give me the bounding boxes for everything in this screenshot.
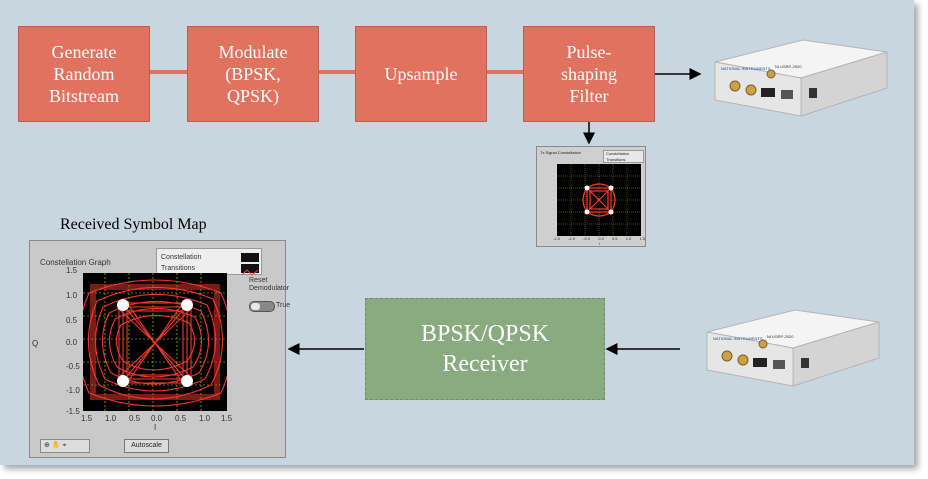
small-plot-area <box>557 164 641 236</box>
upsample-block: Upsample <box>355 26 487 122</box>
received-constellation-graph: Constellation Graph Constellation Transi… <box>29 240 290 458</box>
small-graph-title: Tx Signal Constellation <box>540 150 581 155</box>
tx-constellation-graph: Tx Signal Constellation Constellation Tr… <box>536 146 646 247</box>
big-plot-area <box>83 273 227 411</box>
y-tick: -1.0 <box>66 386 80 395</box>
switch-state-label: True <box>276 302 291 309</box>
x-tick: 1.0 <box>199 414 211 423</box>
x-tick: 1.5 <box>81 414 93 423</box>
x-tick: 0.5 <box>175 414 187 423</box>
reset-demodulator-label: Reset Demodulator <box>249 277 290 292</box>
connector-modulate-upsample <box>319 70 355 74</box>
y-tick: 1.0 <box>66 291 78 300</box>
x-tick: 1.0 <box>105 414 117 423</box>
y-tick: -1.5 <box>66 407 80 416</box>
usrp-device-rx: NATIONAL INSTRUMENTS NI USRP-2920 <box>706 309 880 387</box>
usrp-device-tx: NATIONAL INSTRUMENTS NI USRP-2920 <box>714 39 888 117</box>
small-x-tick: 1.5 <box>639 236 645 241</box>
reset-demodulator-switch[interactable] <box>249 301 275 312</box>
diagram-canvas: Generate Random Bitstream Modulate (BPSK… <box>0 0 914 465</box>
received-symbol-map-title: Received Symbol Map <box>60 216 207 233</box>
x-tick: 0.5 <box>129 414 141 423</box>
y-axis-label: Q <box>32 339 39 348</box>
legend-constellation-label: Constellation <box>161 254 202 261</box>
cursor-icon[interactable]: ⌖ <box>62 442 67 449</box>
graph-palette-tools[interactable]: ⊕ ✋ ⌖ <box>40 439 90 453</box>
big-graph-legend: Constellation Transitions <box>156 248 262 276</box>
legend-transitions-swatch <box>241 264 259 276</box>
y-tick: 1.5 <box>66 266 78 275</box>
legend-constellation-swatch <box>241 253 259 262</box>
small-x-ticks: -1.5 -1.0 -0.5 0.0 0.5 1.0 1.5 <box>553 236 645 241</box>
small-graph-legend: Constellation Transitions <box>603 150 644 163</box>
device-model-text: NI USRP-2920 <box>767 334 794 339</box>
autoscale-button[interactable]: Autoscale <box>124 439 169 453</box>
y-tick: 0.0 <box>66 338 78 347</box>
small-x-tick: 1.0 <box>625 236 632 241</box>
arrows-layer <box>287 68 702 355</box>
device-brand-text: NATIONAL INSTRUMENTS <box>721 66 771 71</box>
small-legend-constellation: Constellation <box>606 151 630 156</box>
pan-icon[interactable]: ✋ <box>51 442 61 449</box>
device-model-text: NI USRP-2920 <box>775 64 802 69</box>
zoom-icon[interactable]: ⊕ <box>44 442 50 449</box>
small-x-tick: -1.5 <box>553 236 560 241</box>
connector-generate-modulate <box>150 70 187 74</box>
small-x-tick: 0.0 <box>598 236 604 241</box>
device-brand-text: NATIONAL INSTRUMENTS <box>713 336 763 341</box>
constellation-graph-title: Constellation Graph <box>40 258 111 267</box>
small-x-tick: -0.5 <box>583 236 591 241</box>
generate-bitstream-block: Generate Random Bitstream <box>18 26 150 122</box>
modulate-block: Modulate (BPSK, QPSK) <box>187 26 319 122</box>
small-x-label: I <box>599 241 601 246</box>
legend-transitions-label: Transitions <box>161 265 195 272</box>
y-tick: -0.5 <box>66 362 80 371</box>
small-legend-transitions: Transitions <box>606 157 626 162</box>
bpsk-qpsk-receiver-block: BPSK/QPSK Receiver <box>365 298 605 400</box>
small-x-tick: -1.0 <box>568 236 575 241</box>
pulse-shaping-filter-block: Pulse- shaping Filter <box>523 26 655 122</box>
x-tick: 1.5 <box>221 414 233 423</box>
x-tick: 0.0 <box>151 414 163 423</box>
connector-upsample-pulse <box>487 70 523 74</box>
small-x-tick: 0.5 <box>611 236 618 241</box>
x-axis-label: I <box>154 423 157 432</box>
y-tick: 0.5 <box>66 316 78 325</box>
